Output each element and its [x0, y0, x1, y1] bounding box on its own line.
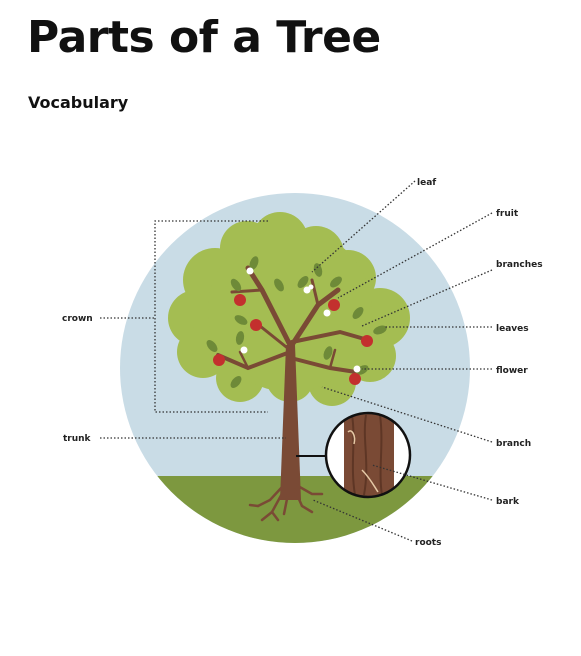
leaf-shapes [206, 256, 387, 388]
label-branches: branches [496, 260, 543, 270]
label-crown: crown [62, 314, 93, 324]
label-bark: bark [496, 497, 520, 507]
label-roots: roots [415, 538, 441, 548]
label-leaves: leaves [496, 324, 529, 334]
subtitle: Vocabulary [28, 93, 129, 112]
label-leaf: leaf [417, 178, 436, 188]
crown-bracket [154, 220, 268, 413]
label-trunk: trunk [63, 434, 92, 444]
label-fruit: fruit [496, 209, 519, 219]
page-title: Parts of a Tree [27, 12, 381, 63]
label-flower: flower [496, 366, 528, 376]
roots [248, 484, 324, 522]
leader-lines [100, 180, 493, 542]
bark-zoom-inset [324, 411, 412, 499]
flowers [240, 267, 361, 373]
fruit [213, 294, 373, 385]
label-branch: branch [496, 439, 531, 449]
